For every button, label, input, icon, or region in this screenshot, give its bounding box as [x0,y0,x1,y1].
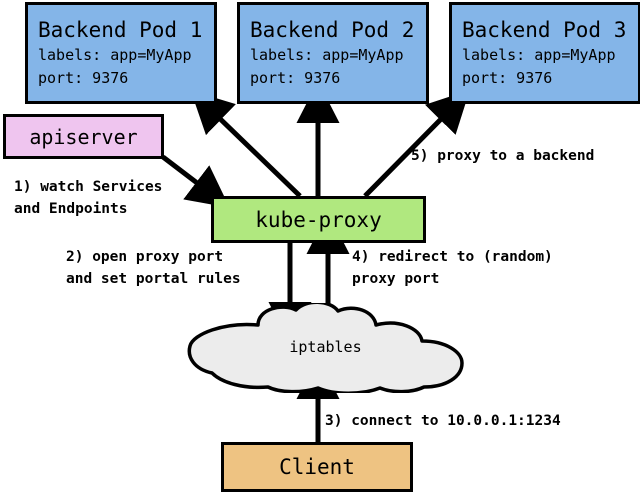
pod-title: Backend Pod 1 [38,18,203,42]
pod-title: Backend Pod 2 [250,18,415,42]
step-2-label: 2) open proxy port and set portal rules [66,249,241,287]
pod-labels-line: labels: app=MyApp [462,46,616,64]
backend-pod-3[interactable]: Backend Pod 3 labels: app=MyApp port: 93… [449,2,640,104]
backend-pod-2[interactable]: Backend Pod 2 labels: app=MyApp port: 93… [237,2,429,104]
apiserver-node[interactable]: apiserver [3,114,164,159]
pod-port-line: port: 9376 [462,69,553,87]
kube-proxy-node[interactable]: kube-proxy [211,196,426,243]
arrow-apiserver-to-kubeproxy [161,155,230,208]
step-1-label: 1) watch Services and Endpoints [14,179,163,217]
pod-port-line: port: 9376 [250,69,341,87]
client-node[interactable]: Client [221,442,413,492]
pod-port-line: port: 9376 [38,69,129,87]
kube-proxy-label: kube-proxy [255,207,382,232]
step-5-label: 5) proxy to a backend [411,148,595,164]
step-3-label: 3) connect to 10.0.0.1:1234 [325,413,561,429]
pod-title: Backend Pod 3 [462,18,627,42]
step-4-label: 4) redirect to (random) proxy port [352,249,553,287]
backend-pod-1[interactable]: Backend Pod 1 labels: app=MyApp port: 93… [25,2,217,104]
cloud-shape [187,300,464,395]
pod-labels-line: labels: app=MyApp [250,46,404,64]
client-label: Client [279,455,355,479]
iptables-cloud: iptables [184,300,467,395]
iptables-label: iptables [289,338,362,356]
apiserver-label: apiserver [29,124,138,149]
pod-labels-line: labels: app=MyApp [38,46,192,64]
arrow-kubeproxy-to-pod1 [190,90,302,198]
